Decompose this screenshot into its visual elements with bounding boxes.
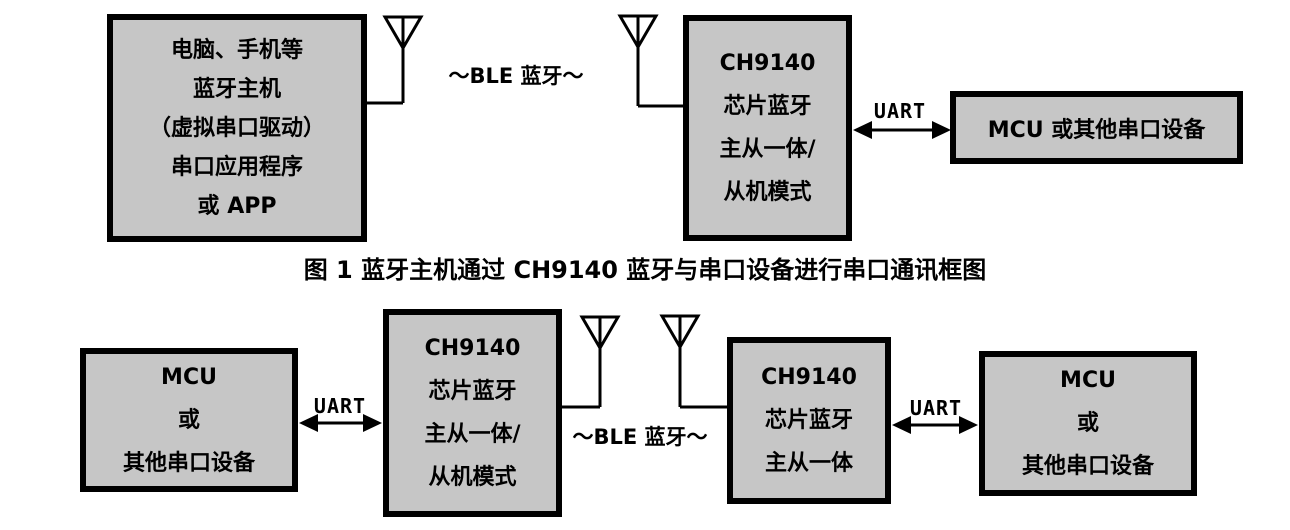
antenna-icon — [617, 14, 684, 108]
box-line: CH9140 — [719, 51, 816, 76]
box-line: 蓝牙主机 — [192, 76, 281, 102]
bidirectional-arrow-icon — [892, 416, 978, 434]
box-line: 或 — [1076, 411, 1099, 436]
box-line: 串口应用程序 — [170, 154, 303, 180]
box-line: 主从一体 — [764, 451, 853, 476]
box-line: MCU — [1060, 368, 1116, 393]
box-line: 电脑、手机等 — [170, 37, 303, 63]
box-line: 或 APP — [197, 193, 277, 219]
mcu-serial-device-box: MCU 或其他串口设备 — [950, 91, 1243, 164]
box-line: CH9140 — [424, 336, 521, 361]
uart-label: UART — [909, 396, 963, 420]
box-line: （虚拟串口驱动） — [148, 115, 325, 141]
bidirectional-arrow-icon — [299, 414, 382, 432]
bidirectional-arrow-icon — [853, 121, 951, 139]
box-line: MCU 或其他串口设备 — [987, 117, 1206, 143]
host-device-box: 电脑、手机等 蓝牙主机 （虚拟串口驱动） 串口应用程序 或 APP — [107, 14, 367, 242]
box-line: 其他串口设备 — [1021, 454, 1154, 479]
antenna-icon — [659, 314, 728, 409]
antenna-icon — [366, 15, 424, 105]
box-line: MCU — [161, 364, 217, 390]
box-line: 芯片蓝牙 — [428, 379, 517, 404]
box-line: 芯片蓝牙 — [723, 94, 812, 119]
ch9140-box: CH9140 芯片蓝牙 主从一体/ 从机模式 — [683, 15, 852, 241]
figure-caption: 图 1 蓝牙主机通过 CH9140 蓝牙与串口设备进行串口通讯框图 — [303, 256, 987, 284]
box-line: 或 — [177, 407, 200, 433]
box-line: 从机模式 — [428, 465, 517, 490]
uart-label: UART — [313, 394, 367, 418]
mcu-left-box: MCU 或 其他串口设备 — [80, 348, 298, 492]
box-line: 从机模式 — [723, 180, 812, 205]
mcu-right-box: MCU 或 其他串口设备 — [979, 351, 1197, 496]
ch9140-right-box: CH9140 芯片蓝牙 主从一体 — [727, 337, 891, 504]
ble-link-label: ～BLE 蓝牙～ — [572, 425, 708, 449]
box-line: CH9140 — [761, 365, 857, 390]
uart-label: UART — [873, 99, 927, 123]
ble-link-label: ～BLE 蓝牙～ — [448, 64, 584, 88]
box-line: 芯片蓝牙 — [764, 408, 853, 433]
box-line: 主从一体/ — [719, 137, 816, 162]
box-line: 其他串口设备 — [122, 450, 255, 476]
ch9140-left-box: CH9140 芯片蓝牙 主从一体/ 从机模式 — [383, 309, 562, 517]
antenna-icon — [562, 315, 621, 409]
box-line: 主从一体/ — [424, 422, 521, 447]
